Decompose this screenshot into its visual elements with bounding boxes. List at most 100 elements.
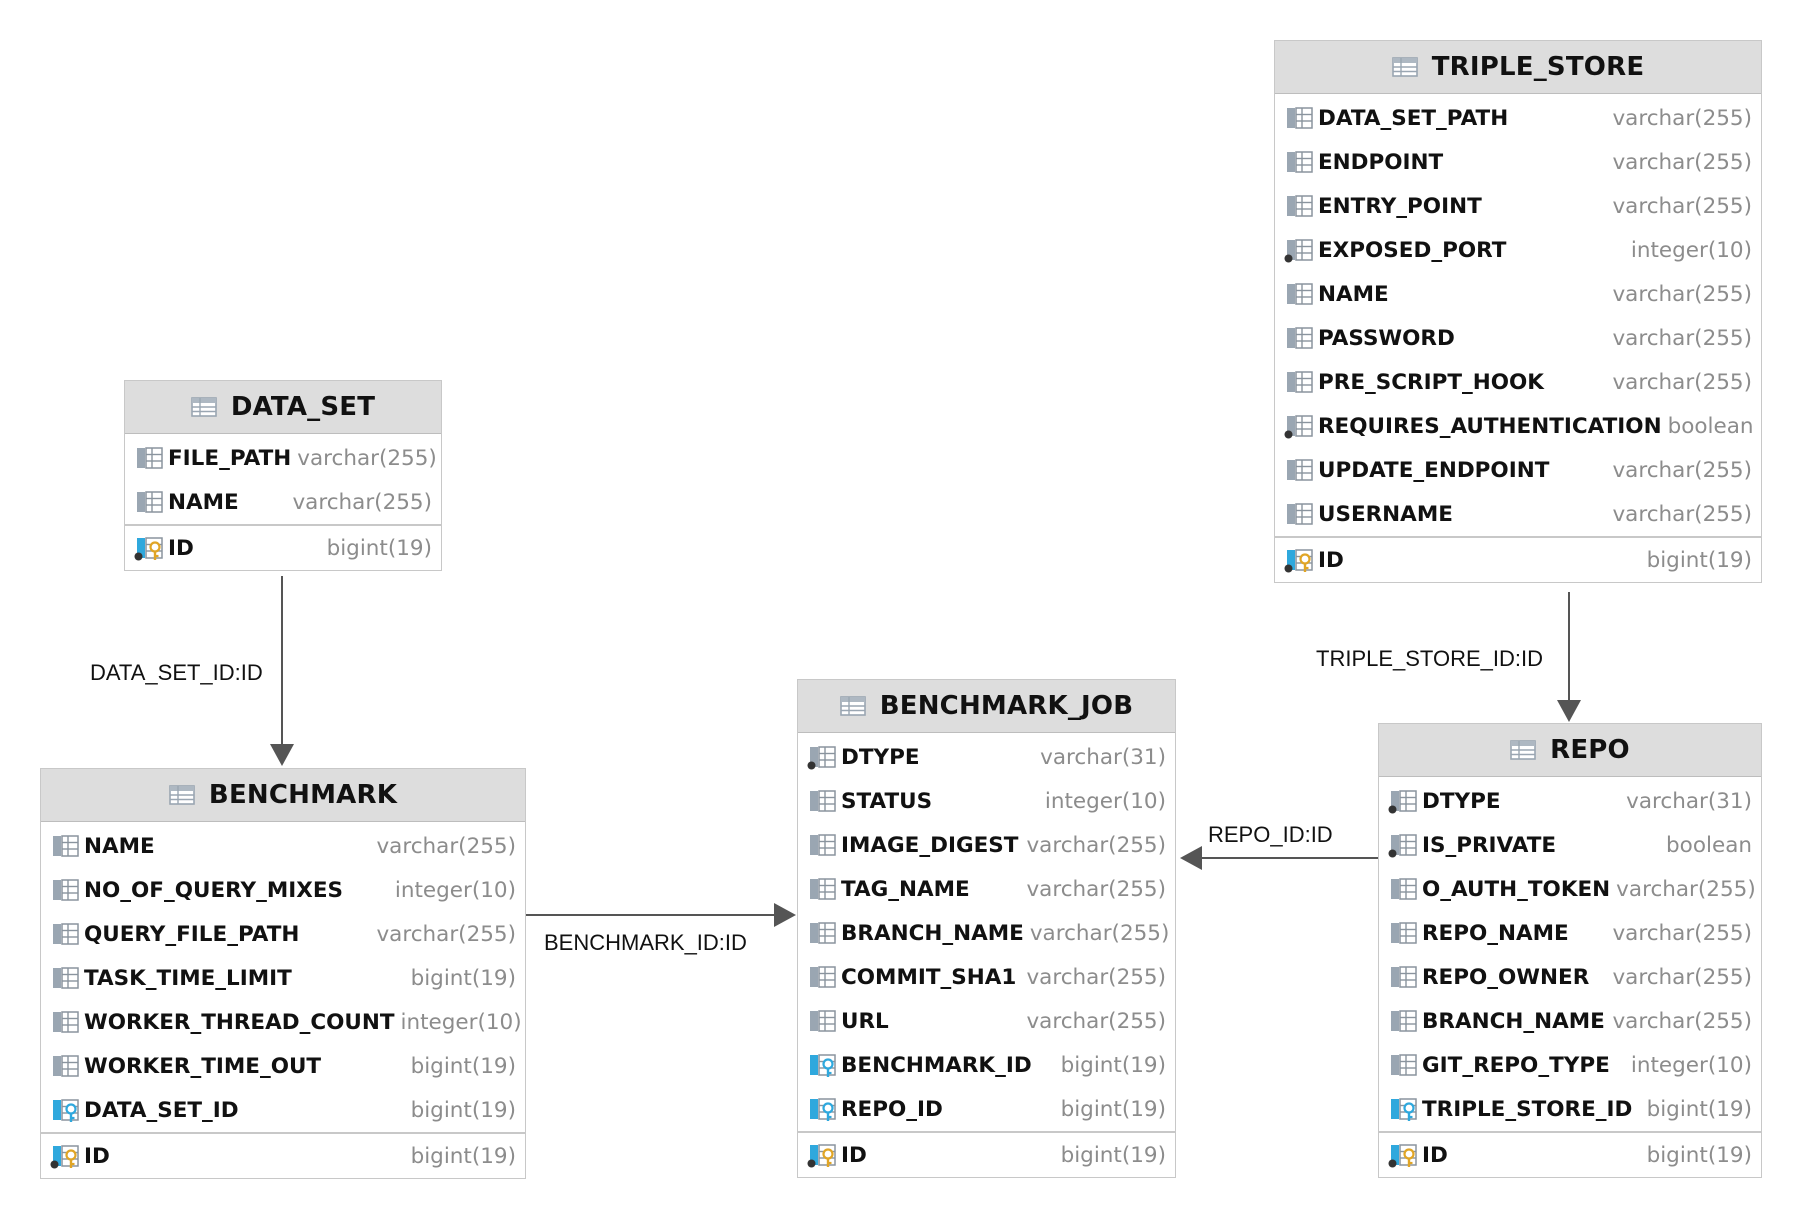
column-name: DTYPE [841, 744, 920, 770]
arrowhead-icon [774, 903, 796, 927]
column-icon [1287, 503, 1313, 525]
column-name: COMMIT_SHA1 [841, 964, 1017, 990]
entity-header[interactable]: BENCHMARK_JOB [798, 680, 1175, 733]
column-not-null-icon [807, 746, 836, 770]
column-name: O_AUTH_TOKEN [1422, 876, 1611, 902]
column-name: REPO_NAME [1422, 920, 1569, 946]
primary-key-icon [1284, 549, 1313, 573]
column-icon [137, 447, 163, 469]
column-type: varchar(255) [1612, 193, 1752, 219]
column-row[interactable]: DATA_SET_ID bigint(19) [41, 1088, 525, 1132]
relation-label-repo: REPO_ID:ID [1208, 822, 1333, 847]
column-icon [1287, 371, 1313, 393]
entity-header[interactable]: BENCHMARK [41, 769, 525, 822]
table-icon [1391, 57, 1418, 77]
column-name: DATA_SET_ID [84, 1097, 239, 1123]
column-name: IMAGE_DIGEST [841, 832, 1019, 858]
column-type: bigint(19) [410, 1143, 516, 1169]
column-type: bigint(19) [1060, 1096, 1166, 1122]
column-name: NAME [1318, 281, 1389, 307]
entity-header[interactable]: REPO [1379, 724, 1761, 777]
column-row[interactable]: NAME varchar(255) [1275, 272, 1761, 316]
column-icon [1391, 878, 1417, 900]
column-name: PRE_SCRIPT_HOOK [1318, 369, 1544, 395]
column-icon [53, 879, 79, 901]
column-type: varchar(255) [1612, 501, 1752, 527]
column-icon [1287, 327, 1313, 349]
primary-key-icon [1388, 1144, 1417, 1168]
column-name: NO_OF_QUERY_MIXES [84, 877, 343, 903]
table-icon [1510, 740, 1536, 760]
column-type: bigint(19) [326, 535, 432, 561]
column-icon [53, 1011, 79, 1033]
column-name: QUERY_FILE_PATH [84, 921, 300, 947]
column-name: ID [84, 1143, 110, 1169]
column-name: URL [841, 1008, 889, 1034]
column-type: bigint(19) [410, 1097, 516, 1123]
column-icon [53, 923, 79, 945]
column-row[interactable]: PRE_SCRIPT_HOOK varchar(255) [1275, 360, 1761, 404]
column-type: varchar(255) [1612, 369, 1752, 395]
column-icon [1287, 107, 1313, 129]
column-type: varchar(255) [1612, 281, 1752, 307]
column-type: bigint(19) [1646, 1096, 1752, 1122]
entity-header[interactable]: DATA_SET [125, 381, 441, 434]
column-name: WORKER_THREAD_COUNT [84, 1009, 395, 1035]
column-icon [1391, 1054, 1417, 1076]
column-icon [810, 790, 836, 812]
column-row[interactable]: ID bigint(19) [41, 1134, 525, 1178]
column-name: STATUS [841, 788, 933, 814]
column-type: varchar(255) [1616, 876, 1756, 902]
entity-header[interactable]: TRIPLE_STORE [1275, 41, 1761, 94]
column-icon [53, 1055, 79, 1077]
column-type: bigint(19) [1646, 547, 1752, 573]
column-icon [1287, 195, 1313, 217]
arrowhead-icon [1557, 700, 1581, 722]
primary-key-icon [134, 537, 163, 561]
